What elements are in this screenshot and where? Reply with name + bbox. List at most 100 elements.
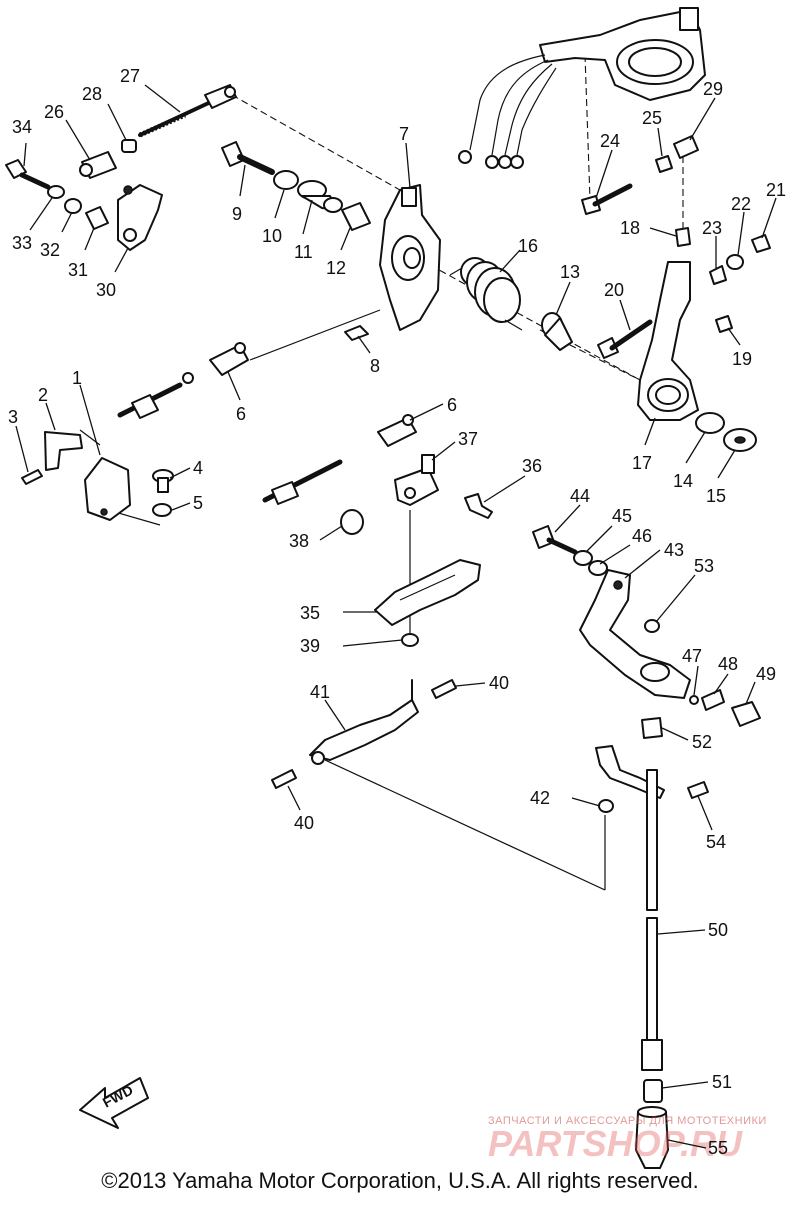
part-8-clip (344, 325, 369, 341)
callout-18: 18 (620, 218, 640, 238)
callout-23: 23 (702, 218, 722, 238)
callout-54: 54 (706, 832, 726, 852)
watermark-brand: PARTSHOP.RU (488, 1123, 743, 1164)
part-37-cam-link (394, 454, 439, 506)
part-2-clamp (44, 431, 83, 471)
callout-39: 39 (300, 636, 320, 656)
callout-labels: 1 2 3 4 5 6 6 7 8 9 10 11 12 13 14 15 16… (8, 66, 786, 1158)
callout-8: 8 (370, 356, 380, 376)
part-24-bolt (581, 183, 633, 215)
callout-27: 27 (120, 66, 140, 86)
part-55-fitting (635, 1106, 669, 1169)
callout-34: 34 (12, 117, 32, 137)
part-33-washer (47, 185, 65, 199)
callout-45: 45 (612, 506, 632, 526)
callout-7: 7 (399, 124, 409, 144)
part-14-washer (695, 412, 725, 434)
part-46-washer (588, 560, 608, 576)
forward-arrow-icon: FWD (79, 1077, 149, 1129)
callout-40-lower: 40 (294, 813, 314, 833)
part-43-shift-lever (579, 569, 691, 699)
part-35-plate (374, 559, 481, 626)
callout-35: 35 (300, 603, 320, 623)
callout-51: 51 (712, 1072, 732, 1092)
callout-31: 31 (68, 260, 88, 280)
part-39-washer (401, 633, 419, 647)
part-54-clip (687, 781, 709, 799)
part-36-bolt (464, 493, 493, 519)
callout-15: 15 (706, 486, 726, 506)
callout-9: 9 (232, 204, 242, 224)
part-17-lever-arm (637, 261, 699, 421)
part-49-plug (731, 701, 761, 727)
part-41-shift-arm (309, 679, 419, 765)
part-11-bushing (297, 180, 343, 213)
callout-47: 47 (682, 646, 702, 666)
copyright-notice: ©2013 Yamaha Motor Corporation, U.S.A. A… (101, 1168, 699, 1193)
callout-25: 25 (642, 108, 662, 128)
part-50-shift-rod (641, 769, 663, 1071)
part-30-lever (117, 184, 163, 251)
part-16-spring (449, 257, 523, 331)
part-1-bracket (84, 457, 131, 521)
part-7-throttle-cam (379, 184, 441, 331)
part-40-clip-upper (431, 679, 457, 699)
callout-12: 12 (326, 258, 346, 278)
part-51-collar (643, 1079, 663, 1103)
part-38-grommet (340, 509, 364, 535)
callout-32: 32 (40, 240, 60, 260)
part-18-fitting (675, 227, 691, 247)
callout-44: 44 (570, 486, 590, 506)
callout-6-lower: 6 (447, 395, 457, 415)
callout-50: 50 (708, 920, 728, 940)
callout-24: 24 (600, 131, 620, 151)
part-53-nut (644, 619, 660, 633)
part-22-nut (726, 254, 744, 270)
magneto-base-assembly (458, 7, 706, 169)
callout-14: 14 (673, 471, 693, 491)
part-40-clip-lower (271, 769, 297, 789)
part-13-bushing (541, 312, 573, 351)
assembly-lines (79, 54, 684, 891)
part-4-bolt (152, 469, 174, 493)
callout-13: 13 (560, 262, 580, 282)
part-42-nut (598, 799, 614, 813)
callout-10: 10 (262, 226, 282, 246)
callout-42: 42 (530, 788, 550, 808)
part-20-bolt (597, 319, 653, 359)
callout-40-upper: 40 (489, 673, 509, 693)
part-52-bushing (641, 717, 663, 739)
part-23-screw (709, 265, 727, 285)
watermark: ЗАПЧАСТИ И АКСЕССУАРЫ ДЛЯ МОТОТЕХНИКИ PA… (488, 1115, 766, 1164)
callout-21: 21 (766, 180, 786, 200)
callout-6-upper: 6 (236, 404, 246, 424)
callout-4: 4 (193, 458, 203, 478)
part-6-link-rod-upper (117, 342, 249, 419)
part-21-collar (751, 234, 771, 253)
callout-37: 37 (458, 429, 478, 449)
part-12-collar (341, 202, 371, 231)
callout-53: 53 (694, 556, 714, 576)
part-10-washer (273, 170, 299, 190)
callout-1: 1 (72, 368, 82, 388)
part-48-spring (701, 689, 725, 711)
part-27-link-rod (138, 84, 237, 138)
callout-49: 49 (756, 664, 776, 684)
callout-46: 46 (632, 526, 652, 546)
callout-41: 41 (310, 682, 330, 702)
part-3-pin (21, 469, 43, 485)
part-6-link-rod-lower (262, 414, 417, 505)
callout-29: 29 (703, 79, 723, 99)
callout-11: 11 (294, 242, 313, 262)
part-25-nut (655, 155, 673, 173)
callout-48: 48 (718, 654, 738, 674)
callout-52: 52 (692, 732, 712, 752)
callout-36: 36 (522, 456, 542, 476)
part-47-ball (689, 695, 699, 705)
part-45-washer (573, 550, 593, 566)
part-29-joint (673, 135, 699, 159)
callout-26: 26 (44, 102, 64, 122)
callout-17: 17 (632, 453, 652, 473)
callout-3: 3 (8, 407, 18, 427)
